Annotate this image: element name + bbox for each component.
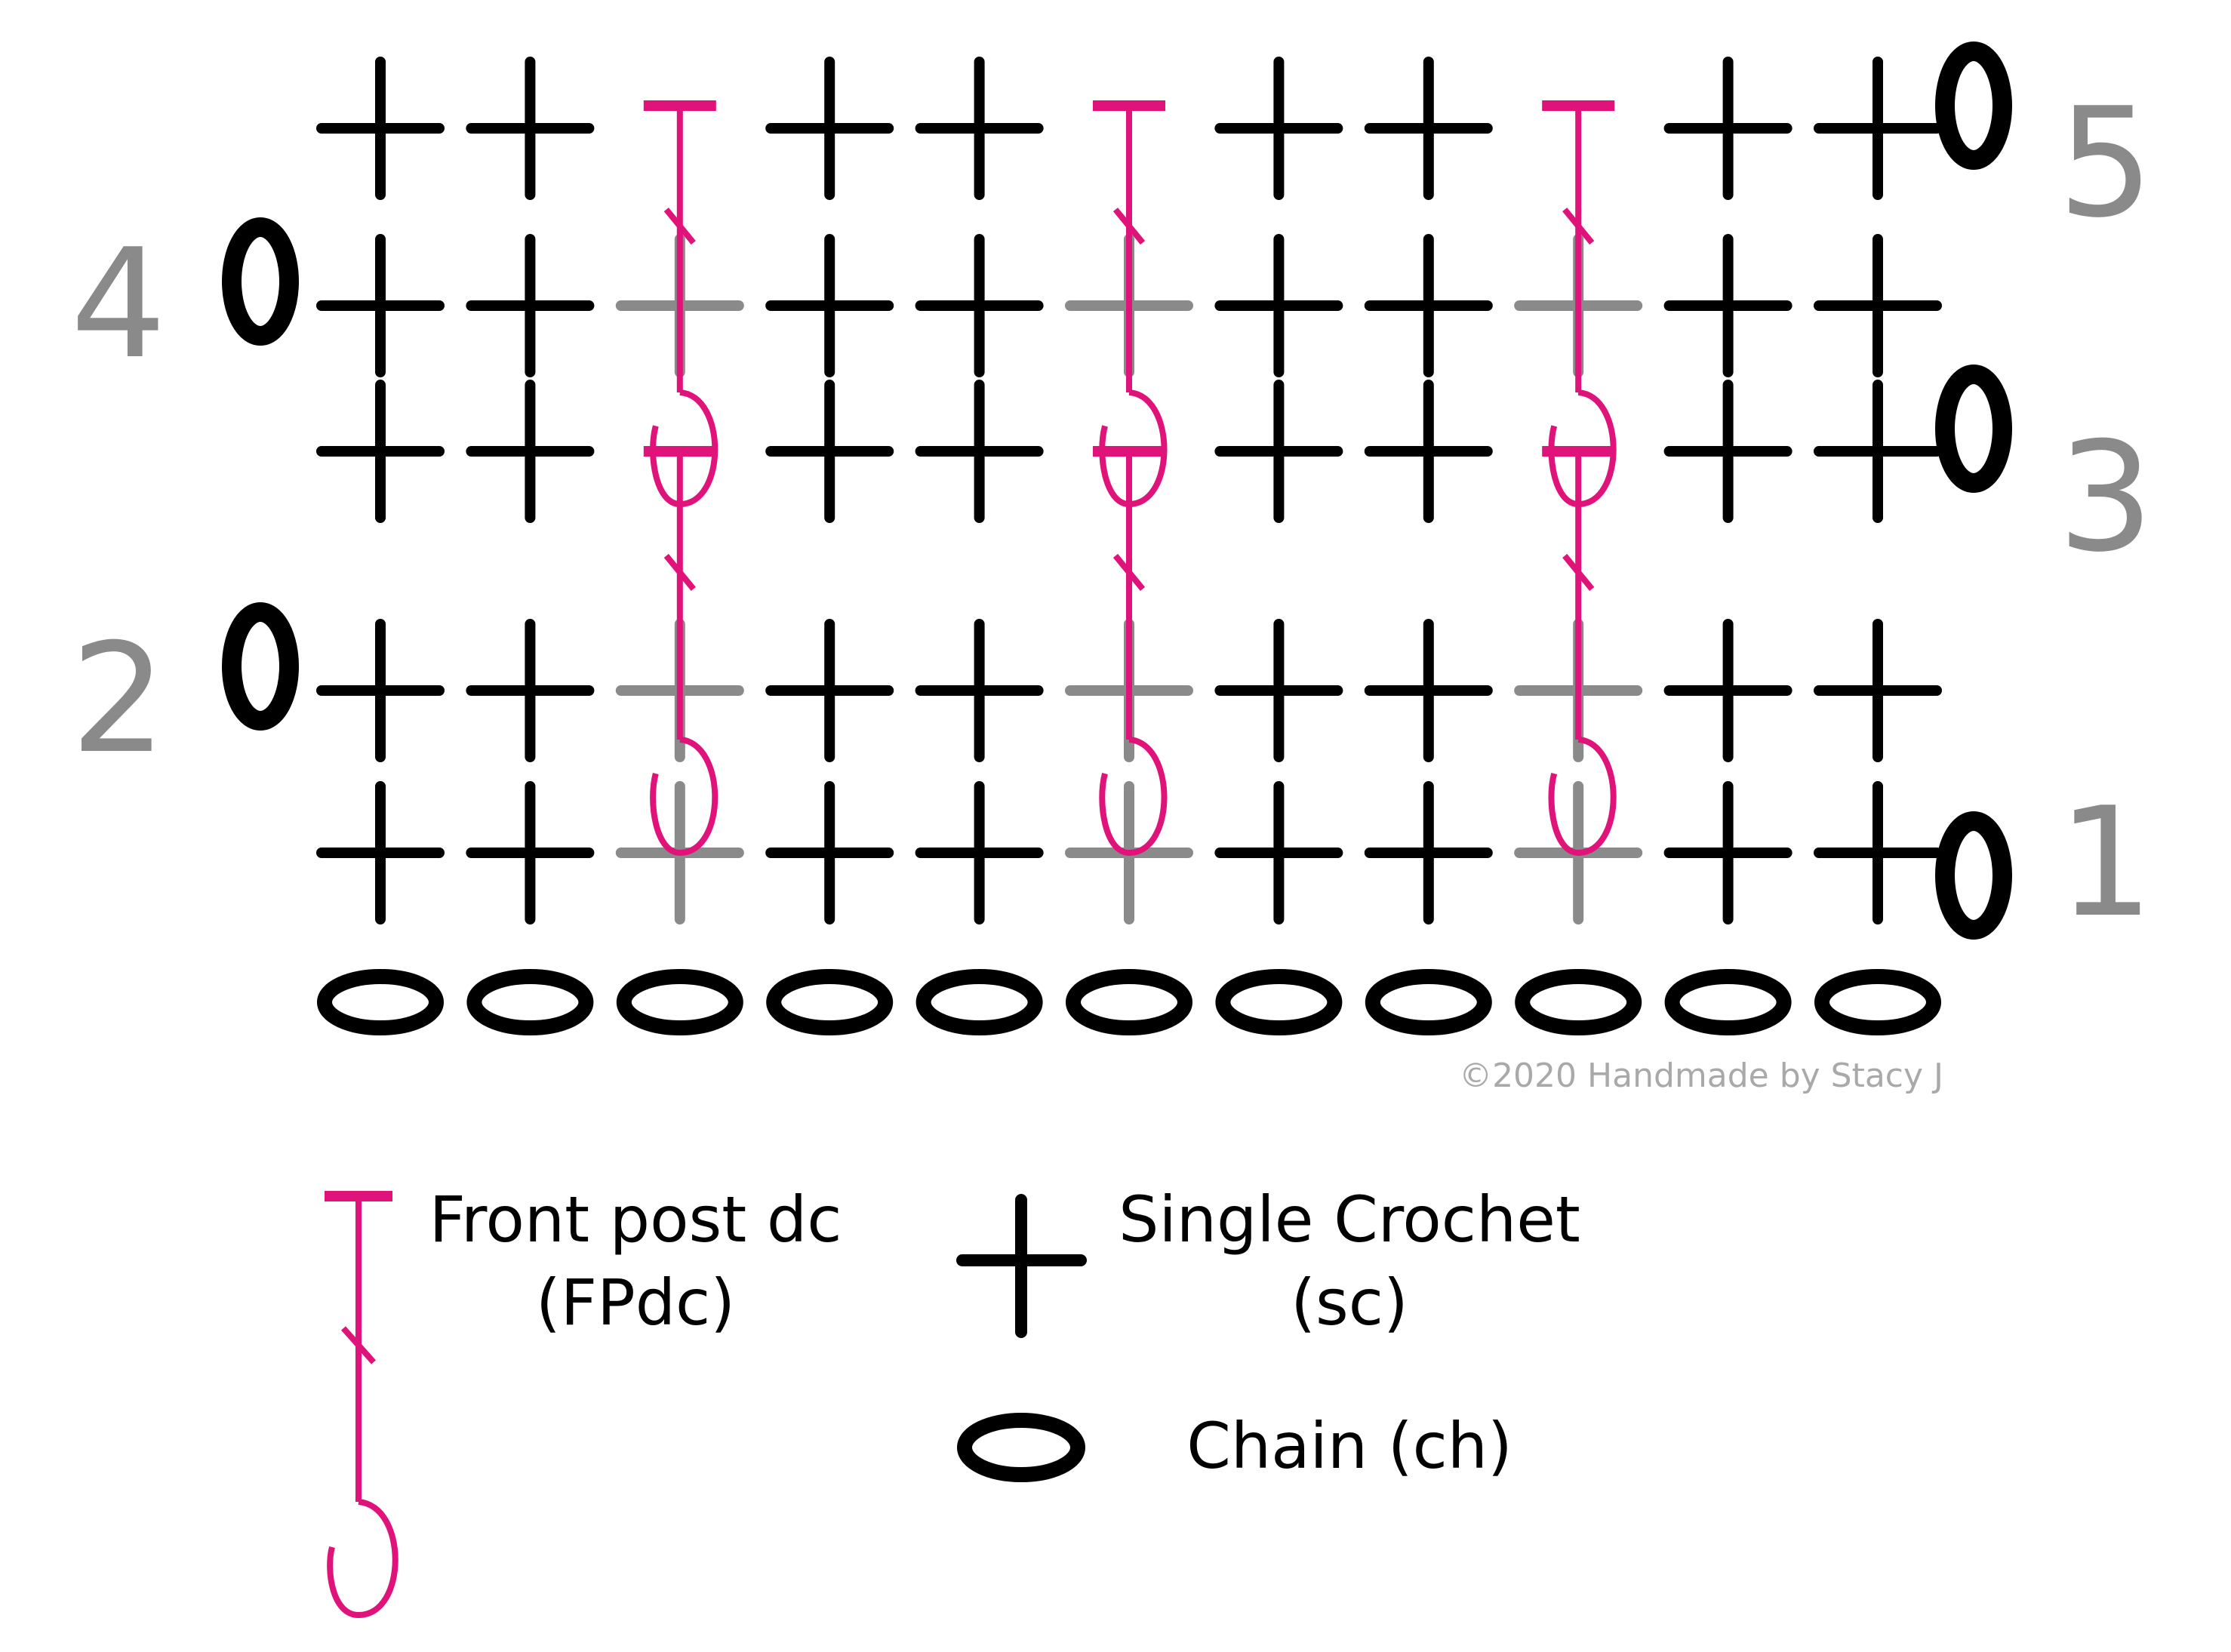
foundation-chain xyxy=(1664,969,1792,1035)
turning-chain-row-1 xyxy=(1935,811,2012,940)
single-crochet-stitch xyxy=(1663,380,1792,523)
fpdc-post-hook xyxy=(1099,389,1168,508)
single-crochet-stitch xyxy=(915,380,1044,523)
single-crochet-stitch xyxy=(1214,619,1343,762)
foundation-chain xyxy=(1814,969,1941,1035)
foundation-chain xyxy=(317,969,444,1035)
legend-sc-label-2: (sc) xyxy=(1291,1266,1408,1340)
single-crochet-stitch xyxy=(1663,57,1792,200)
single-crochet-stitch xyxy=(1663,234,1792,377)
fpdc-stitches xyxy=(643,100,1617,857)
single-crochet-stitch xyxy=(1814,57,1942,200)
fpdc-post-hook xyxy=(1548,389,1617,508)
single-crochet-stitch xyxy=(466,234,595,377)
single-crochet-stitch xyxy=(765,234,894,377)
fpdc-slash xyxy=(1112,208,1146,245)
single-crochet-stitch xyxy=(1214,234,1343,377)
single-crochet-stitch xyxy=(765,380,894,523)
foundation-chain xyxy=(1515,969,1642,1035)
single-crochet-stitch xyxy=(1214,380,1343,523)
fpdc-post-hook xyxy=(1099,737,1168,857)
single-crochet-stitch xyxy=(1364,781,1493,924)
single-crochet-stitch xyxy=(1814,619,1942,762)
single-crochet-stitch xyxy=(1364,57,1493,200)
single-crochet-stitch xyxy=(1814,234,1942,377)
fpdc-stitch-row-5 xyxy=(1542,100,1617,508)
fpdc-slash xyxy=(663,208,696,245)
foundation-chain xyxy=(766,969,894,1035)
turning-chain-row-5 xyxy=(1935,42,2012,170)
row-number-3: 3 xyxy=(2057,410,2153,586)
single-crochet-stitch xyxy=(316,781,445,924)
single-crochet-stitch xyxy=(1364,380,1493,523)
fpdc-post-hook xyxy=(650,389,719,508)
turning-chain-row-2 xyxy=(222,602,299,731)
single-crochet-stitch xyxy=(316,619,445,762)
legend-fpdc-label-2: (FPdc) xyxy=(536,1266,735,1340)
row-number-1: 1 xyxy=(2057,775,2153,951)
legend: Front post dc (FPdc) Single Crochet (sc)… xyxy=(325,1183,1580,1619)
single-crochet-stitch xyxy=(915,781,1044,924)
single-crochet-stitch xyxy=(1364,234,1493,377)
foundation-chain xyxy=(1215,969,1343,1035)
fpdc-slash xyxy=(1562,553,1595,591)
stitch-grid xyxy=(316,57,1942,924)
legend-fpdc-icon xyxy=(325,1191,399,1619)
legend-fpdc-label-1: Front post dc xyxy=(429,1183,842,1257)
single-crochet-stitch xyxy=(1214,57,1343,200)
row-number-2: 2 xyxy=(70,611,166,787)
single-crochet-stitch xyxy=(1214,781,1343,924)
foundation-chain xyxy=(616,969,743,1035)
single-crochet-stitch xyxy=(765,781,894,924)
single-crochet-stitch xyxy=(1814,781,1942,924)
fpdc-stitch-row-5 xyxy=(643,100,719,508)
single-crochet-stitch xyxy=(1364,619,1493,762)
row-number-5: 5 xyxy=(2057,75,2153,251)
foundation-chain xyxy=(915,969,1043,1035)
foundation-chain xyxy=(466,969,594,1035)
legend-chain-icon xyxy=(957,1413,1085,1482)
single-crochet-stitch xyxy=(316,234,445,377)
turning-chain-row-3 xyxy=(1935,365,2012,493)
row-number-4: 4 xyxy=(70,217,166,392)
fpdc-post-hook xyxy=(650,737,719,857)
legend-sc-label-1: Single Crochet xyxy=(1119,1183,1580,1257)
fpdc-slash xyxy=(663,553,696,591)
single-crochet-stitch xyxy=(915,57,1044,200)
single-crochet-stitch xyxy=(316,380,445,523)
single-crochet-stitch xyxy=(466,781,595,924)
fpdc-post-hook xyxy=(1548,737,1617,857)
single-crochet-stitch xyxy=(915,234,1044,377)
single-crochet-stitch xyxy=(1663,619,1792,762)
legend-sc-icon xyxy=(956,1194,1087,1338)
single-crochet-stitch xyxy=(466,380,595,523)
single-crochet-stitch xyxy=(466,57,595,200)
turning-chains xyxy=(222,42,2012,940)
single-crochet-stitch xyxy=(1814,380,1942,523)
single-crochet-stitch xyxy=(765,57,894,200)
legend-chain-label: Chain (ch) xyxy=(1186,1409,1512,1483)
fpdc-slash xyxy=(1112,553,1146,591)
single-crochet-stitch xyxy=(466,619,595,762)
foundation-chain xyxy=(1365,969,1492,1035)
foundation-chain-row xyxy=(317,969,1941,1035)
fpdc-stitch-row-5 xyxy=(1093,100,1168,508)
single-crochet-stitch xyxy=(915,619,1044,762)
single-crochet-stitch xyxy=(765,619,894,762)
foundation-chain xyxy=(1066,969,1192,1035)
copyright-text: ©2020 Handmade by Stacy J xyxy=(1459,1057,1943,1095)
turning-chain-row-4 xyxy=(222,217,299,346)
fpdc-slash xyxy=(1562,208,1595,245)
single-crochet-stitch xyxy=(316,57,445,200)
single-crochet-stitch xyxy=(1663,781,1792,924)
